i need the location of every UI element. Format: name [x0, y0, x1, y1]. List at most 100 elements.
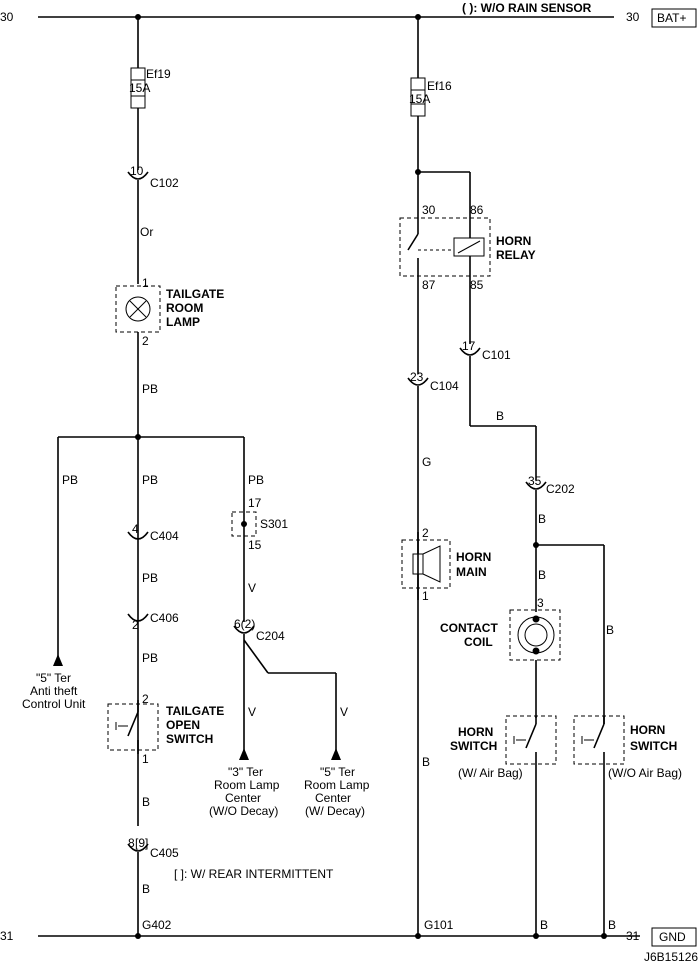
connector-c404	[127, 531, 149, 540]
wire-b-label-left: B	[142, 795, 150, 809]
pb-splice-junction	[135, 434, 141, 440]
horn-switch-noairbag-label-2: SWITCH	[630, 739, 677, 753]
wire-b-label-coil: B	[538, 568, 546, 582]
connector-c406	[127, 613, 149, 622]
antitheft-label-2: Anti theft	[30, 684, 78, 698]
connector-c104	[407, 377, 429, 386]
wire-v-label-w: V	[340, 705, 348, 719]
fuse-ef19-name: Ef19	[146, 67, 171, 81]
room-center-wo-arrow	[239, 748, 249, 760]
tailgate-switch-label-3: SWITCH	[166, 732, 213, 746]
tailgate-lamp-label-3: LAMP	[166, 315, 200, 329]
horn-switch-airbag-note: (W/ Air Bag)	[458, 766, 523, 780]
c202-pin: 35	[528, 474, 542, 488]
c102-pin: 10	[130, 164, 144, 178]
connector-c405	[127, 843, 149, 852]
horn-switch-airbag	[505, 715, 557, 765]
wire-pb-label-c404: PB	[142, 571, 158, 585]
fuse-ef16	[410, 17, 426, 172]
horn-relay-label-1: HORN	[496, 234, 531, 248]
contact-coil-pin: 3	[537, 596, 544, 610]
horn-main-label-2: MAIN	[456, 565, 487, 579]
c204-pin: 6(2)	[234, 617, 255, 631]
c405-name: C405	[150, 846, 179, 860]
horn-relay	[399, 217, 491, 277]
wire-b-label-ground-2: B	[608, 918, 616, 932]
horn-main-pin1: 1	[422, 589, 429, 603]
antitheft-label-3: Control Unit	[22, 697, 86, 711]
s301-dot	[241, 521, 247, 527]
tailgate-lamp-label-1: TAILGATE	[166, 287, 224, 301]
c101-name: C101	[482, 348, 511, 362]
fuse-ef16-rating: 15A	[409, 92, 430, 106]
horn-switch-noairbag-note: (W/O Air Bag)	[608, 766, 682, 780]
horn-main-label-1: HORN	[456, 550, 491, 564]
c404-pin: 4	[132, 522, 139, 536]
wire-pb-label-center: PB	[142, 473, 158, 487]
room-center-w-label-1: "5" Ter	[320, 765, 355, 779]
rail-top-left-label: 30	[0, 10, 14, 24]
wire-pb-label-main: PB	[142, 382, 158, 396]
wire-b-label-horn-main: B	[422, 755, 430, 769]
c202-name: C202	[546, 482, 575, 496]
ground-g101-label: G101	[424, 918, 454, 932]
c404-name: C404	[150, 529, 179, 543]
wire-g-label: G	[422, 455, 431, 469]
bat-plus-label: BAT+	[657, 11, 686, 25]
horn-switch-airbag-label-1: HORN	[458, 725, 493, 739]
relay-pin-85: 85	[470, 278, 484, 292]
wire-b-label-c101: B	[496, 409, 504, 423]
room-center-w-arrow	[331, 748, 341, 760]
tailgate-switch-label-1: TAILGATE	[166, 704, 224, 718]
connector-c204	[233, 625, 255, 634]
horn-relay-label-2: RELAY	[496, 248, 536, 262]
room-center-w-label-4: (W/ Decay)	[305, 804, 365, 818]
wire-pb-label-c406: PB	[142, 651, 158, 665]
c405-pin: 8	[128, 836, 135, 850]
contact-coil	[509, 609, 561, 661]
room-center-w-diag	[243, 639, 269, 674]
relay-pin-87: 87	[422, 278, 436, 292]
rail-bottom-left-label: 31	[0, 929, 14, 943]
tailgate-switch-label-2: OPEN	[166, 718, 200, 732]
rain-sensor-note: ( ): W/O RAIN SENSOR	[462, 1, 592, 15]
gnd-label: GND	[659, 930, 686, 944]
c204-name: C204	[256, 629, 285, 643]
rail-bottom-right-label: 31	[626, 929, 640, 943]
room-center-wo-label-1: "3" Ter	[228, 765, 263, 779]
c406-pin: 2	[132, 618, 139, 632]
c102-name: C102	[150, 176, 179, 190]
wire-b-label-c202: B	[538, 512, 546, 526]
fuse-ef16-name: Ef16	[427, 79, 452, 93]
c104-name: C104	[430, 379, 459, 393]
c406-name: C406	[150, 611, 179, 625]
wire-pb-label-s301: PB	[248, 473, 264, 487]
figure-id: J6B15126	[644, 950, 698, 964]
antitheft-label-1: "5" Ter	[36, 671, 71, 685]
horn-main-pin2: 2	[422, 526, 429, 540]
lamp-pin1: 1	[142, 276, 149, 290]
rear-intermittent-note: [ ]: W/ REAR INTERMITTENT	[174, 867, 334, 881]
wire-pb-label-antitheft: PB	[62, 473, 78, 487]
c101-pin: 17	[462, 339, 476, 353]
connector-c202	[525, 481, 547, 490]
tailgate-lamp-label-2: ROOM	[166, 301, 203, 315]
bat-plus-box	[651, 8, 697, 28]
room-center-wo-label-3: Center	[225, 791, 261, 805]
gnd-box	[651, 927, 697, 947]
horn-switch-airbag-label-2: SWITCH	[450, 739, 497, 753]
wire-or-label: Or	[140, 225, 153, 239]
s301-name: S301	[260, 517, 288, 531]
antitheft-arrow	[53, 654, 63, 666]
switch-pin2: 2	[142, 692, 149, 706]
room-center-wo-label-4: (W/O Decay)	[209, 804, 278, 818]
c104-pin: 23	[410, 370, 424, 384]
fuse-ef19	[130, 17, 146, 170]
horn-switch-noairbag	[573, 715, 625, 765]
fuse-ef19-rating: 15A	[129, 81, 150, 95]
wire-v-label-s301: V	[248, 581, 256, 595]
ground-g402-label: G402	[142, 918, 172, 932]
connector-c101	[459, 347, 481, 356]
rail-top-right-label: 30	[626, 10, 640, 24]
horn-main	[401, 539, 451, 589]
